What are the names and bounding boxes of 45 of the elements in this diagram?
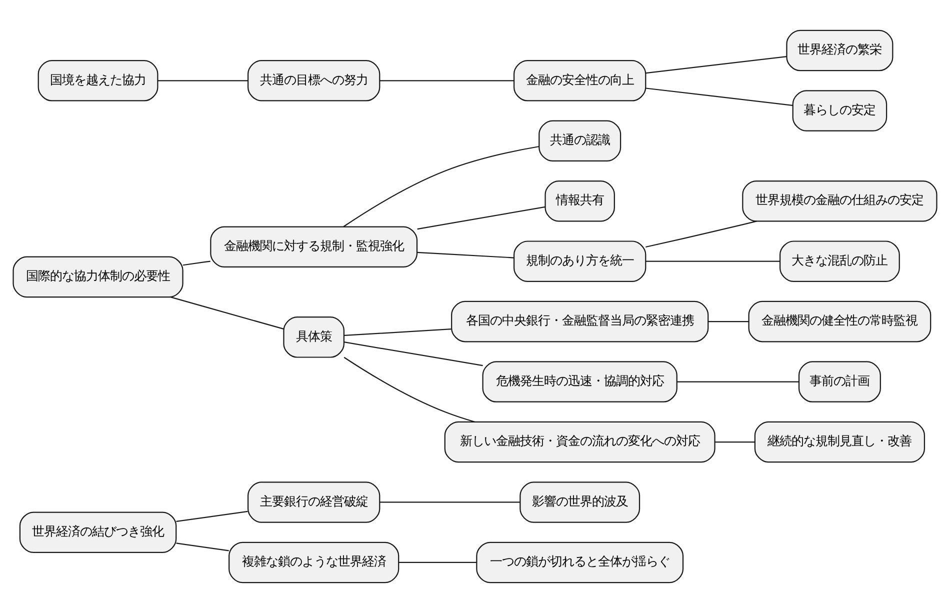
- node-box: 金融の安全性の向上: [513, 60, 646, 101]
- connector: [646, 87, 793, 106]
- connector: [344, 341, 483, 366]
- node-box: 各国の中央銀行・金融監督当局の緊密連携: [451, 300, 709, 342]
- connector: [708, 320, 749, 322]
- node-box: 金融機関の健全性の常時監視: [748, 300, 932, 342]
- connector: [380, 80, 514, 81]
- connector: [344, 328, 452, 336]
- node-box: 金融機関に対する規制・監視強化: [210, 226, 418, 267]
- connector: [715, 440, 755, 442]
- connector: [182, 260, 210, 266]
- node-box: 世界経済の繁栄: [786, 29, 894, 71]
- node-box: 影響の世界的波及: [520, 481, 640, 522]
- node-box: 事前の計画: [798, 360, 881, 402]
- connector: [646, 260, 780, 262]
- node-box: 一つの鎖が切れると全体が揺らぐ: [476, 541, 684, 583]
- node-box: 危機発生時の迅速・協調的対応: [482, 360, 678, 402]
- node-box: 主要銀行の経営破綻: [247, 481, 380, 522]
- connector: [344, 356, 475, 422]
- node-box: 国境を越えた協力: [38, 60, 158, 101]
- node-box: 新しい金融技術・資金の流れの変化への対応: [444, 420, 716, 462]
- connector: [176, 542, 229, 551]
- node-box: 国際的な協力体制の必要性: [12, 256, 184, 298]
- connector: [170, 296, 284, 329]
- connector: [398, 561, 477, 563]
- connector: [417, 251, 514, 258]
- connector: [676, 380, 799, 382]
- node-box: 暮らしの安定: [792, 90, 888, 131]
- connector: [380, 501, 520, 502]
- connector: [158, 80, 248, 81]
- node-box: 複雑な鎖のような世界経済: [228, 541, 400, 583]
- connector: [417, 206, 546, 230]
- connector: [343, 145, 540, 227]
- node-box: 共通の認識: [538, 120, 622, 161]
- node-box: 具体策: [283, 316, 344, 358]
- node-box: 世界経済の結びつき強化: [19, 511, 177, 552]
- node-box: 世界規模の金融の仕組みの安定: [742, 180, 938, 222]
- connector: [646, 220, 757, 248]
- node-box: 継続的な規制見直し・改善: [754, 420, 926, 462]
- node-box: 情報共有: [544, 180, 615, 222]
- connector: [646, 56, 787, 74]
- node-box: 大きな混乱の防止: [779, 240, 900, 282]
- node-box: 共通の目標への努力: [247, 60, 380, 101]
- connector: [176, 510, 248, 522]
- node-box: 規制のあり方を統一: [513, 240, 646, 282]
